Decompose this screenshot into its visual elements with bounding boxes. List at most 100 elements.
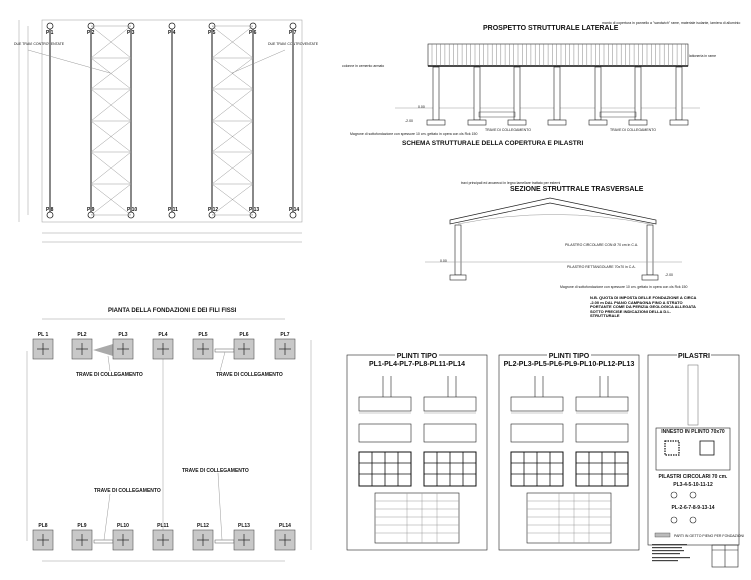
bracing-diagonal <box>90 88 132 122</box>
plinth-section <box>510 396 564 412</box>
footing <box>507 119 527 126</box>
column-marker <box>46 211 54 219</box>
footing <box>426 119 446 126</box>
beam-label: TRAVE DI COLLEGAMENTO <box>182 468 249 474</box>
plinth-label: PL5 <box>198 332 207 338</box>
detail-panels: PLINTI TIPO PL1-PL4-PL7-PL8-PL11-PL14 PL… <box>346 350 744 568</box>
column-label: P 3 <box>127 30 135 36</box>
bracing-diagonal <box>211 120 254 153</box>
roof-curve <box>457 214 651 225</box>
transverse-section: SEZIONE STRUTTRALE TRASVERSALE travi pri… <box>425 181 697 318</box>
column <box>432 66 440 121</box>
foundation-plan: PIANTA DELLA FONDAZIONI E DEI FILI FISSI… <box>26 308 312 562</box>
plinth-label: PL9 <box>77 523 86 529</box>
plinth-rebar <box>575 423 629 443</box>
lateral-elevation: PROSPETTO STRUTTURALE LATERALE manto di … <box>342 21 740 147</box>
title-mask <box>677 350 711 360</box>
column-marker <box>168 22 176 30</box>
nb-note-wrap: N.B. QUOTA DI IMPOSTA DELLE FONDAZIONE A… <box>590 296 697 318</box>
footing <box>467 119 487 126</box>
tie-beam <box>478 111 516 118</box>
gable-roof <box>449 197 657 225</box>
column-label: P 9 <box>87 207 95 213</box>
plinth-label: PL2 <box>77 332 86 338</box>
bracing-diagonal <box>90 25 132 59</box>
column-marker <box>46 22 54 30</box>
bracing-diagonal <box>211 25 254 59</box>
beam-label: TRAVE DI COLLEGAMENTO <box>216 372 283 378</box>
plinth-label: PL11 <box>157 523 169 529</box>
plinth-label: PL7 <box>280 332 289 338</box>
panel2-title: PLINTI TIPO <box>549 353 590 360</box>
bracing-diagonal <box>211 57 254 90</box>
circular-column-label: PILASTRO CIRCOLARE CON Ø 70 cm in C.A. <box>565 243 638 247</box>
rebar-schedule-table <box>374 492 460 544</box>
plinth-label: PL10 <box>117 523 129 529</box>
column-marker <box>289 22 297 30</box>
circular-group-2: PL-2-6-7-8-9-13-14 <box>671 505 714 511</box>
column-label: P 1 <box>46 30 54 36</box>
footing-right <box>641 274 659 281</box>
bracing-diagonal <box>90 57 132 90</box>
leader-line <box>219 351 226 372</box>
panel1-title: PLINTI TIPO <box>397 353 438 360</box>
column-label: P 12 <box>208 207 218 213</box>
tie-beam <box>214 348 235 353</box>
bracing-diagonal <box>211 151 254 185</box>
beam-label: TRAVE DI COLLEGAMENTO <box>76 372 143 378</box>
elevation-subtitle: SCHEMA STRUTTURALE DELLA COPERTURA E PIL… <box>402 140 583 147</box>
elevation-title: PROSPETTO STRUTTURALE LATERALE <box>483 25 619 32</box>
panel3-title: PILASTRI <box>678 353 710 360</box>
circular-column-icon <box>689 516 697 524</box>
plinth-section <box>423 396 477 412</box>
column-label: P 5 <box>208 30 216 36</box>
rebar-table <box>711 544 739 568</box>
title-mask <box>547 350 591 360</box>
plinth-label: PL12 <box>197 523 209 529</box>
plan-frame <box>41 19 303 223</box>
column-left <box>454 224 462 276</box>
plinth-section <box>575 396 629 412</box>
plinth-label: PL8 <box>38 523 47 529</box>
legend-label: PARTI IN GETTO PIENO PER FONDAZIONI <box>674 534 744 538</box>
column-marker <box>289 211 297 219</box>
column-label: P 11 <box>168 207 178 213</box>
beam-wedge <box>93 344 113 356</box>
bracing-diagonal <box>90 183 132 216</box>
tie-beam <box>214 539 235 544</box>
plinth-label: PL13 <box>238 523 250 529</box>
column-note: colonne in cemento armato <box>342 64 384 68</box>
column-label: P 10 <box>127 207 137 213</box>
leader-line <box>231 49 286 74</box>
legend-swatch <box>654 532 671 538</box>
roof-structure-plan: DUE TRAVI CONTROVENTATE DUE TRAVI CONTRO… <box>14 19 319 243</box>
column-label: P 13 <box>249 207 259 213</box>
plinth-section <box>358 396 412 412</box>
title-mask <box>395 350 439 360</box>
panel2-subtitle: PL2-PL3-PL5-PL6-PL9-PL10-PL12-PL13 <box>504 361 635 368</box>
nb-note: N.B. QUOTA DI IMPOSTA DELLE FONDAZIONE A… <box>590 296 697 318</box>
column-label: P 7 <box>289 30 297 36</box>
beam-label: TRAVE DI COLLEGAMENTO <box>610 128 656 132</box>
plinth-rebar <box>510 423 564 443</box>
gutter-note: lattoneria in rame <box>689 54 716 58</box>
bracing-diagonal <box>211 183 254 216</box>
plinth-label: PL4 <box>158 332 167 338</box>
beam-note: travi principali ed arcarecci in legno l… <box>461 181 560 185</box>
footing <box>669 119 689 126</box>
innesto-box <box>655 427 731 471</box>
circular-title: PILASTRI CIRCOLARI 70 cm. <box>659 474 729 480</box>
circular-column-icon <box>689 491 697 499</box>
level-ground: 0.00 <box>440 259 447 263</box>
column-right <box>646 224 654 276</box>
bracing-diagonal <box>90 120 132 153</box>
leader-line <box>27 49 111 74</box>
plinth-label: PL3 <box>118 332 127 338</box>
beam-label: TRAVE DI COLLEGAMENTO <box>94 488 161 494</box>
column-label: P 8 <box>46 207 54 213</box>
column-marker <box>168 211 176 219</box>
plinth-rebar <box>358 423 412 443</box>
note-left: DUE TRAVI CONTROVENTATE <box>14 42 65 46</box>
circular-column-icon <box>670 516 678 524</box>
